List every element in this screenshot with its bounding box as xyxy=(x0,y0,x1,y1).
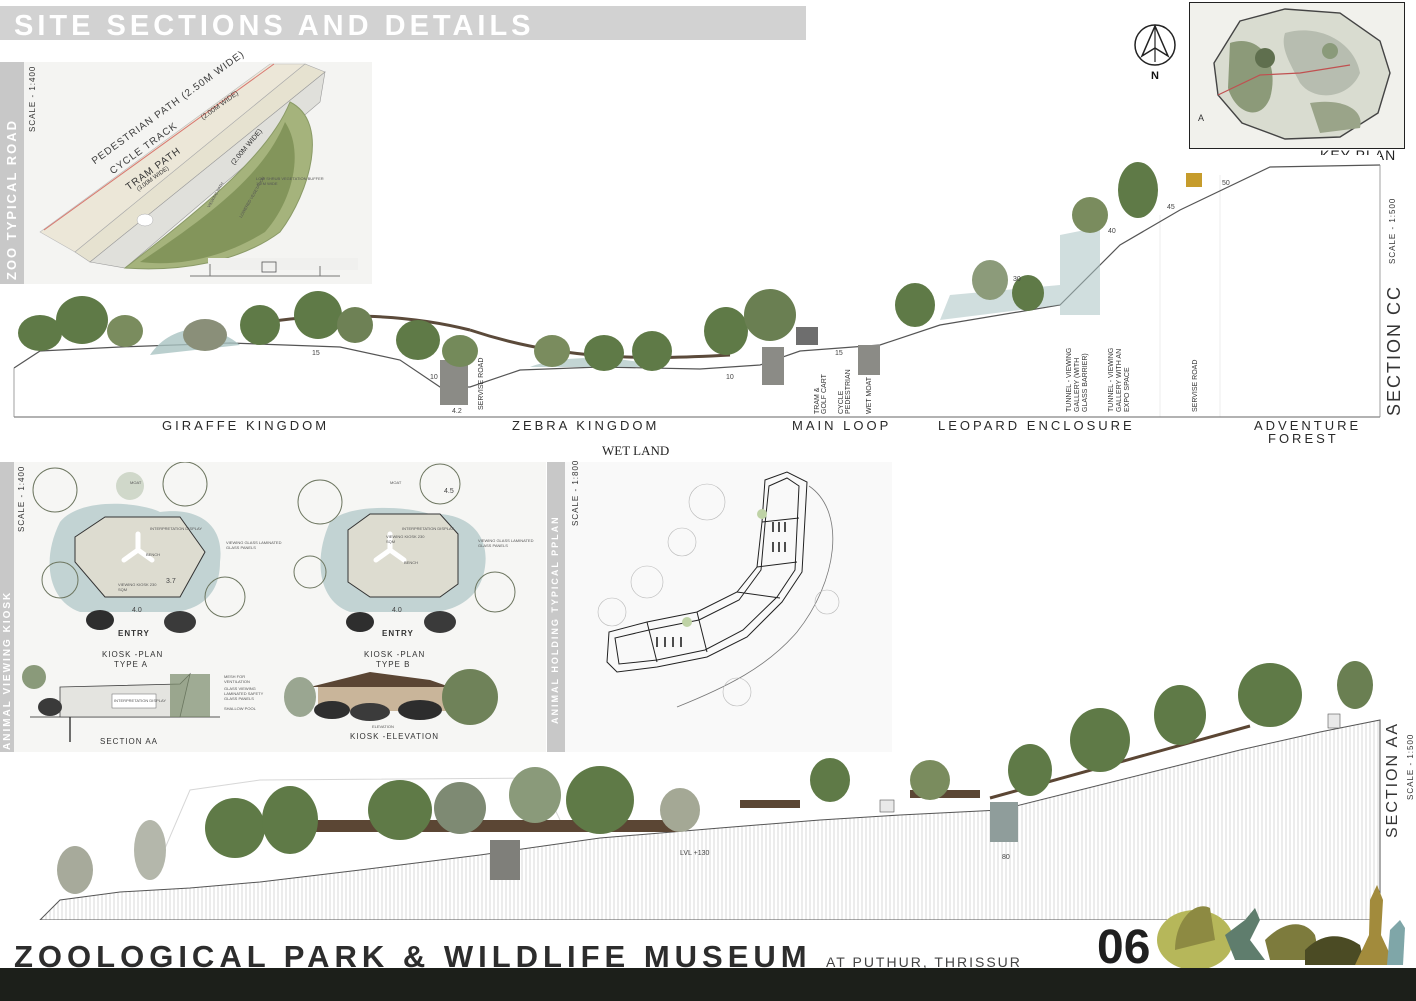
kiosk-moat-a: MOAT xyxy=(130,480,142,485)
level-15b: 15 xyxy=(835,350,843,357)
typical-road-panel: ZOO TYPICAL ROAD SCALE - 1:400 PEDESTRIA… xyxy=(0,49,372,284)
animal-silhouettes-icon xyxy=(1157,885,1405,970)
label-tunnel-1: TUNNEL - VIEWING GALLERY (WITH GLASS BAR… xyxy=(1066,347,1089,412)
road-label-shrub: LOW SHRUB VEGETATION BUFFER 1.5 M WIDE xyxy=(256,176,324,186)
kiosk-drawings xyxy=(22,462,516,742)
kiosk-elevation-title: KIOSK -ELEVATION xyxy=(350,732,440,741)
kiosk-section-aa-title: SECTION AA xyxy=(100,737,159,746)
zone-forest: FOREST xyxy=(1268,431,1339,446)
label-cycle-pedestrian: CYCLE PEDESTRIAN xyxy=(838,369,852,414)
kiosk-elevation-small: ELEVATION xyxy=(372,724,394,729)
north-label: N xyxy=(1151,70,1159,82)
zone-leopard: LEOPARD ENCLOSURE xyxy=(938,418,1135,433)
kiosk-glass-note: GLASS VIEWING LAMINATED SAFETY GLASS PAN… xyxy=(224,686,264,701)
section-aa-lvl: LVL +130 xyxy=(680,850,710,857)
section-cc-drawing xyxy=(13,155,1381,418)
level-30: 30 xyxy=(1013,276,1021,283)
kiosk-dim-37: 3.7 xyxy=(166,578,176,585)
holding-title-bar: ANIMAL HOLDING TYPICAL PPLAN xyxy=(547,462,565,752)
kiosk-mesh: MESH FOR VENTILATION xyxy=(224,674,250,684)
kiosk-elevation xyxy=(284,669,498,725)
holding-scale: SCALE - 1:800 xyxy=(571,459,580,526)
north-arrow-icon: N xyxy=(1134,24,1176,82)
section-aa-title-bar: SECTION AA SCALE - 1:500 xyxy=(1380,722,1416,844)
holding-panel: ANIMAL HOLDING TYPICAL PPLAN SCALE - 1:8… xyxy=(547,459,892,752)
kiosk-panel: ANIMAL VIEWING KIOSK SCALE - 1:400 xyxy=(0,462,546,752)
kiosk-entry-b: ENTRY xyxy=(382,629,414,638)
section-cc-scale: SCALE - 1:500 xyxy=(1388,197,1397,264)
kiosk-interp-b: INTERPRETATION DISPLAY xyxy=(402,526,455,531)
label-tram-golf: TRAM & GOLF CART xyxy=(814,374,828,414)
key-plan-map: A xyxy=(1189,2,1405,149)
level-4-2: 4.2 xyxy=(452,408,462,415)
label-wet-moat: WET MOAT xyxy=(866,376,873,414)
label-servise-road-2: SERVISE ROAD xyxy=(1192,359,1199,412)
kiosk-title-bar: ANIMAL VIEWING KIOSK xyxy=(0,462,14,752)
zone-zebra: ZEBRA KINGDOM xyxy=(512,418,660,433)
kiosk-area-b: VIEWING KIOSK 230 SQM xyxy=(386,534,425,544)
kiosk-plan-a xyxy=(32,462,246,633)
section-cc-title: SECTION CC xyxy=(1384,284,1404,416)
label-servise-road-1: SERVISE ROAD xyxy=(478,357,485,410)
level-10a: 10 xyxy=(430,374,438,381)
level-10b: 10 xyxy=(726,374,734,381)
kiosk-area-a: VIEWING KIOSK 230 SQM xyxy=(118,582,157,592)
project-location: AT PUTHUR, THRISSUR xyxy=(826,954,1022,970)
kiosk-pool: SHALLOW POOL xyxy=(224,706,256,711)
road-title-bar: ZOO TYPICAL ROAD xyxy=(0,62,24,284)
level-40: 40 xyxy=(1108,228,1116,235)
kiosk-glass-a: VIEWING GLASS LAMINATED GLASS PANELS xyxy=(226,540,282,550)
zone-adventure: ADVENTURE xyxy=(1254,418,1362,433)
level-45: 45 xyxy=(1167,204,1175,211)
section-cc-trees xyxy=(18,162,1158,371)
kiosk-plan-b-title: KIOSK -PLAN xyxy=(364,650,426,659)
kiosk-section-aa xyxy=(22,665,220,742)
road-section-strip xyxy=(190,261,340,277)
section-aa-drawing xyxy=(39,661,1381,920)
kiosk-interp-a: INTERPRETATION DISPLAY xyxy=(150,526,203,531)
kiosk-dim-40a: 4.0 xyxy=(132,607,142,614)
zone-giraffe: GIRAFFE KINGDOM xyxy=(162,418,330,433)
holding-plan-drawing xyxy=(597,471,840,708)
zone-main-loop: MAIN LOOP xyxy=(792,418,892,433)
kiosk-bench-a: BENCH xyxy=(146,552,161,557)
kiosk-plan-a-title: KIOSK -PLAN xyxy=(102,650,164,659)
section-cc-title-bar: SECTION CC xyxy=(1382,285,1406,418)
kiosk-dim-45: 4.5 xyxy=(444,488,454,495)
kiosk-bench-b: BENCH xyxy=(404,560,419,565)
wetland-label: WET LAND xyxy=(602,443,670,458)
section-aa-title: SECTION AA xyxy=(1384,721,1401,838)
level-50: 50 xyxy=(1222,180,1230,187)
svg-text:A: A xyxy=(1198,113,1204,123)
section-aa-trees xyxy=(57,661,1373,894)
kiosk-plan-a-type: TYPE A xyxy=(114,660,149,669)
road-plan-drawing xyxy=(39,63,358,270)
title-bar: SITE SECTIONS AND DETAILS xyxy=(0,6,806,42)
section-aa-scale: SCALE - 1:500 xyxy=(1406,733,1415,800)
section-aa-80: 80 xyxy=(1002,854,1010,861)
kiosk-dim-40b: 4.0 xyxy=(392,607,402,614)
kiosk-glass-b: VIEWING GLASS LAMINATED GLASS PANELS xyxy=(478,538,534,548)
kiosk-plan-b xyxy=(293,463,516,633)
kiosk-interp-display: INTERPRETATION DISPLAY xyxy=(114,698,167,703)
sheet-number: 06 xyxy=(1097,921,1151,974)
kiosk-entry-a: ENTRY xyxy=(118,629,150,638)
kiosk-moat-b: MOAT xyxy=(390,480,402,485)
footer-band xyxy=(0,968,1416,1001)
kiosk-plan-b-type: TYPE B xyxy=(376,660,411,669)
sheet-title: SITE SECTIONS AND DETAILS xyxy=(14,10,535,42)
label-tunnel-2: TUNNEL - VIEWING GALLERY WITH AN EXPO SP… xyxy=(1108,347,1131,412)
level-15a: 15 xyxy=(312,350,320,357)
